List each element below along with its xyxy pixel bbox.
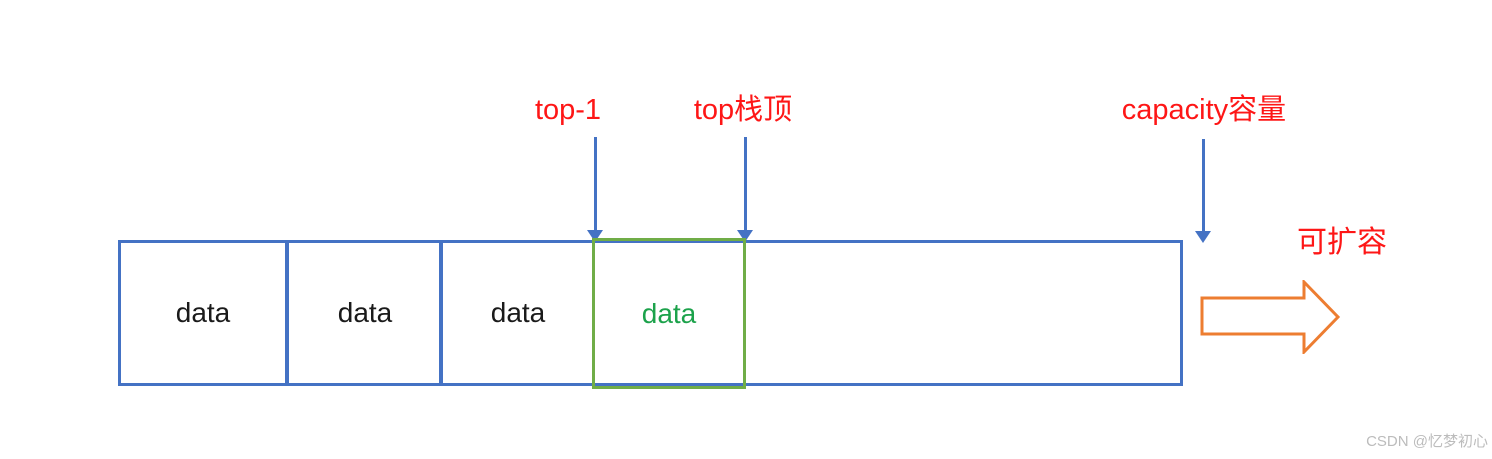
down-arrow-icon-capacity [1195, 139, 1211, 244]
expand-right-arrow-icon [1200, 280, 1341, 354]
down-arrow-icon-top [737, 137, 753, 242]
arrow-shaft [743, 137, 747, 231]
watermark: CSDN @忆梦初心 [1366, 433, 1488, 450]
label-expandable: 可扩容 [1297, 226, 1387, 259]
label-top-minus-1: top-1 [534, 94, 602, 126]
label-top-stack-top: top栈顶 [693, 94, 793, 126]
arrow-shaft [593, 137, 597, 231]
arrow-head [1195, 231, 1211, 243]
arrow-shaft [1201, 139, 1205, 232]
stack-cell: data [175, 297, 231, 328]
down-arrow-icon-top-minus-1 [587, 137, 603, 242]
stack-cell: data [490, 297, 546, 328]
stack-array-rectangle [118, 240, 1183, 386]
cell-divider [285, 240, 289, 386]
label-capacity: capacity容量 [1121, 94, 1287, 126]
stack-cell: data [337, 297, 393, 328]
cell-divider [439, 240, 443, 386]
stack-cell-top-highlighted: data [592, 238, 746, 389]
